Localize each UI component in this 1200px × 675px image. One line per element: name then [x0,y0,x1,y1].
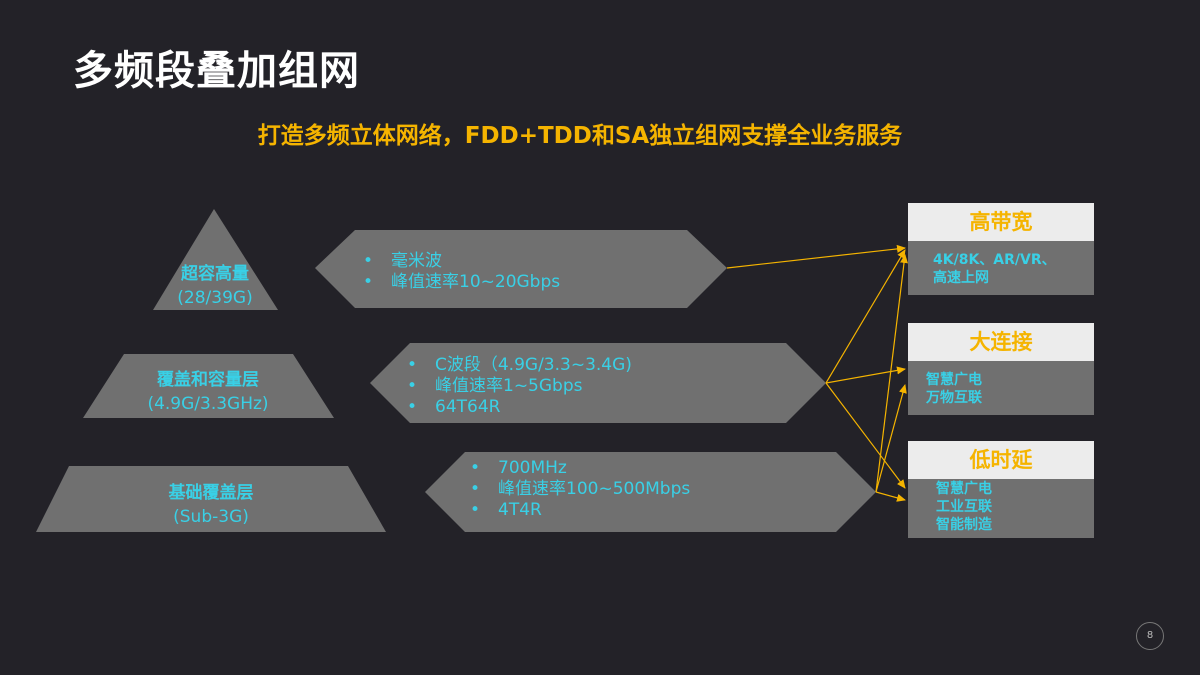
scenario-body: 4K/8K、AR/VR、 高速上网 [908,241,1094,287]
scenario-line: 智慧广电 [936,481,992,497]
scenario-line: 4K/8K、AR/VR、 [933,252,1056,268]
scenario-line: 智能制造 [936,517,992,533]
arrow-sub3g-to-high-bandwidth [875,254,908,493]
layer-name: 超容高量 [181,264,249,284]
arrow-cband-to-massive-connection [825,366,906,384]
layer-frequency: (4.9G/3.3GHz) [147,394,269,414]
bullet-item: 峰值速率10~20Gbps [363,272,560,293]
arrow-cband-to-high-bandwidth [825,249,906,384]
bullets-cband: C波段（4.9G/3.3~3.4G) 峰值速率1~5Gbps 64T64R [407,355,632,418]
pyramid-middle-trapezoid [83,354,334,418]
scenario-line: 工业互联 [936,499,992,515]
pyramid-top-triangle [153,209,278,310]
bullet-item: 64T64R [407,397,632,418]
layer-label-middle: 覆盖和容量层 (4.9G/3.3GHz) [108,365,308,414]
bullets-sub3g: 700MHz 峰值速率100~500Mbps 4T4R [470,458,690,521]
layer-label-bottom: 基础覆盖层 (Sub-3G) [111,478,311,527]
layer-name: 基础覆盖层 [168,483,254,503]
arrow-sub3g-to-low-latency [875,491,906,502]
bullets-mmwave: 毫米波 峰值速率10~20Gbps [363,251,560,293]
scenario-heading: 低时延 [908,441,1094,479]
page-subtitle: 打造多频立体网络，FDD+TDD和SA独立组网支撑全业务服务 [257,123,903,149]
arrow-cband-to-low-latency [825,382,906,489]
scenario-line: 高速上网 [933,270,989,286]
scenario-line: 万物互联 [926,390,982,406]
scenario-heading: 高带宽 [908,203,1094,241]
pyramid-bottom-trapezoid [36,466,386,532]
arrow-mmwave-to-high-bandwidth [726,244,906,269]
scenario-body: 智慧广电 万物互联 [908,361,1094,407]
scenario-box-low-latency: 低时延 智慧广电 工业互联 智能制造 [908,441,1094,538]
scenario-body: 智慧广电 工业互联 智能制造 [908,479,1094,534]
bullet-item: 峰值速率1~5Gbps [407,376,632,397]
layer-frequency: (Sub-3G) [173,507,249,527]
layer-label-top: 超容高量 (28/39G) [140,259,290,308]
page-title: 多频段叠加组网 [73,48,360,94]
layer-name: 覆盖和容量层 [157,370,259,390]
layer-frequency: (28/39G) [177,288,253,308]
bullet-item: 700MHz [470,458,690,479]
scenario-box-massive-connection: 大连接 智慧广电 万物互联 [908,323,1094,415]
scenario-heading: 大连接 [908,323,1094,361]
bullet-item: 4T4R [470,500,690,521]
arrow-sub3g-to-massive-connection [875,384,907,493]
page-number: 8 [1136,622,1164,650]
scenario-line: 智慧广电 [926,372,982,388]
bullet-item: 峰值速率100~500Mbps [470,479,690,500]
bullet-item: C波段（4.9G/3.3~3.4G) [407,355,632,376]
bullet-item: 毫米波 [363,251,560,272]
scenario-box-high-bandwidth: 高带宽 4K/8K、AR/VR、 高速上网 [908,203,1094,295]
